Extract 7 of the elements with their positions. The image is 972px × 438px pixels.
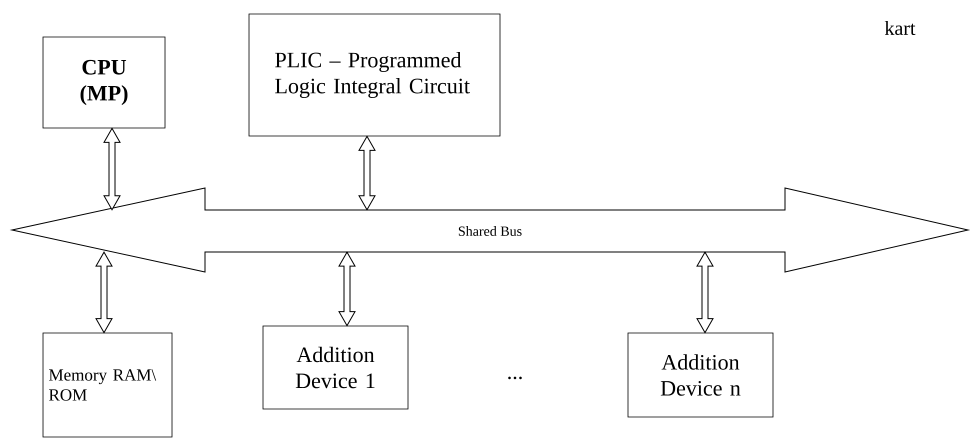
memory-box: Memory RAM\ ROM xyxy=(42,332,172,438)
device-box: Addition Device n xyxy=(628,332,774,418)
ellipsis: ... xyxy=(508,376,522,380)
process-box: CPU (MP) xyxy=(42,36,166,128)
process-box: PLIC – Programmed Logic Integral Circuit xyxy=(248,14,500,136)
note-text: kart xyxy=(884,20,916,36)
device-box: Addition Device 1 xyxy=(262,326,408,410)
